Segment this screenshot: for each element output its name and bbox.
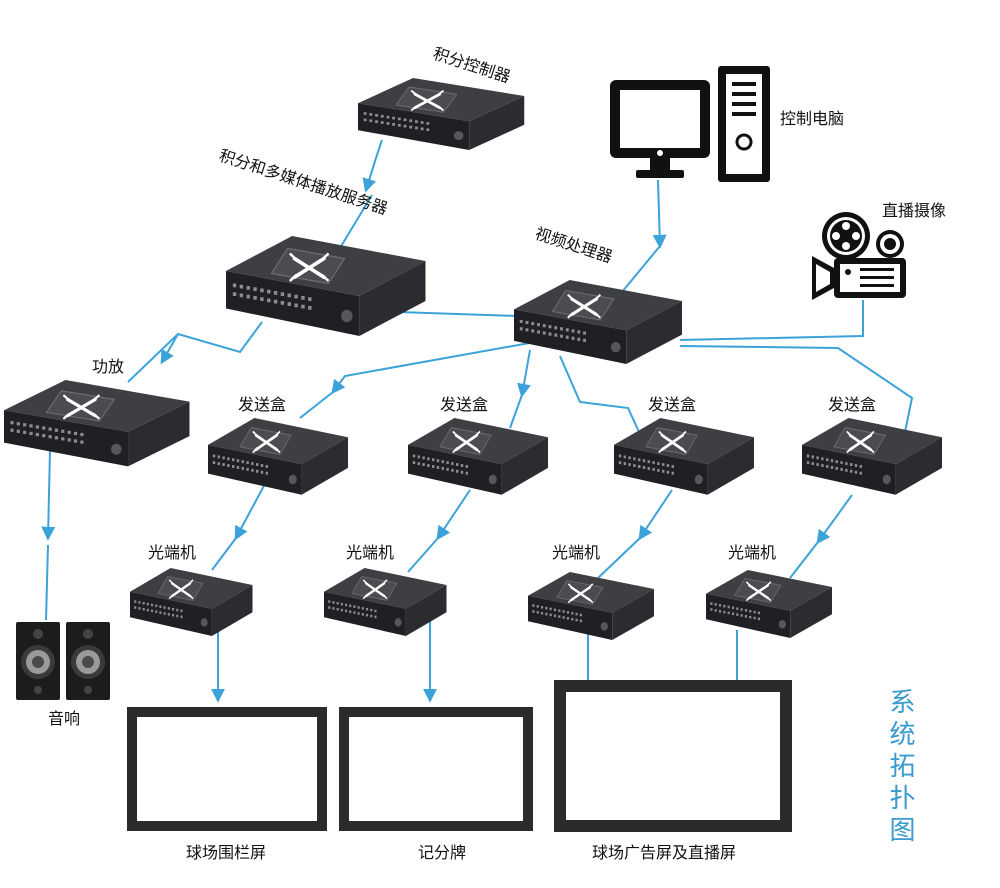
link-lines (41, 139, 914, 703)
network-switch-icon (704, 568, 834, 640)
link-sender-optical-1 (234, 481, 267, 541)
fence-screen-label: 球场围栏屏 (186, 843, 266, 862)
ad-live-screen-label: 球场广告屏及直播屏 (592, 843, 736, 862)
optical-terminal-4-label: 光端机 (728, 543, 776, 562)
speaker-icon (66, 622, 110, 700)
link-sender-optical-2 (436, 489, 471, 541)
live-camera (812, 212, 906, 300)
control-pc-label: 控制电脑 (780, 109, 844, 128)
network-switch-icon (512, 278, 684, 366)
optical-terminal-4 (704, 568, 834, 640)
link-processor-sender-4 (679, 345, 914, 433)
network-switch-icon (356, 76, 526, 152)
network-switch-icon (2, 378, 192, 469)
link-processor-sender-1 (331, 341, 536, 395)
sender-box-2-label: 发送盒 (440, 395, 488, 414)
sender-box-4-label: 发送盒 (828, 395, 876, 414)
amplifier (2, 378, 192, 469)
link-sender-optical-3 (638, 489, 673, 541)
sender-box-1-label: 发送盒 (238, 395, 286, 414)
scoreboard (339, 707, 533, 831)
sender-box-3 (612, 416, 756, 497)
video-processor (512, 278, 684, 366)
control-pc (610, 66, 770, 182)
video-processor-label: 视频处理器 (533, 224, 615, 267)
scoreboard-caption: 记分牌 (418, 843, 466, 862)
link-camera-processor (679, 300, 864, 341)
link-server-amplifier (127, 321, 263, 383)
speaker-icon (16, 622, 60, 700)
optical-terminal-2 (322, 566, 448, 638)
sender-box-2 (406, 416, 550, 497)
link-amplifier-speakers (41, 449, 56, 541)
optical-terminal-1-label: 光端机 (148, 543, 196, 562)
network-switch-icon (406, 416, 550, 497)
sender-box-3-label: 发送盒 (648, 395, 696, 414)
link-processor-sender-2 (517, 349, 531, 398)
link-controller-server (362, 139, 383, 193)
optical-terminal-3-label: 光端机 (552, 543, 600, 562)
link-pc-processor (652, 179, 667, 249)
link-server-processor (397, 311, 519, 317)
integral-controller (356, 76, 526, 152)
speakers-label: 音响 (48, 709, 80, 728)
optical-terminal-3 (526, 570, 656, 642)
network-switch-icon (322, 566, 448, 638)
live-camera-label: 直播摄像 (882, 201, 946, 220)
link-sender-optical-4 (816, 494, 853, 545)
network-switch-icon (224, 234, 428, 338)
optical-terminal-1 (128, 566, 254, 638)
speakers (16, 622, 110, 700)
media-server (224, 234, 428, 338)
diagram-title: 系统拓扑图 (885, 688, 915, 848)
fence-screen (127, 707, 327, 831)
network-switch-icon (128, 566, 254, 638)
amplifier-label: 功放 (92, 357, 124, 376)
network-switch-icon (800, 416, 944, 497)
network-switch-icon (612, 416, 756, 497)
video-camera-icon (812, 212, 906, 300)
network-switch-icon (526, 570, 656, 642)
sender-box-1 (206, 416, 350, 497)
ad-live-screen (554, 680, 792, 832)
optical-terminal-2-label: 光端机 (346, 543, 394, 562)
integral-controller-label: 积分控制器 (431, 44, 513, 87)
sender-box-4 (800, 416, 944, 497)
network-switch-icon (206, 416, 350, 497)
link-processor-sender-3 (559, 355, 641, 435)
desktop-computer-icon (610, 66, 770, 182)
media-server-label: 积分和多媒体播放服务器 (217, 146, 390, 218)
